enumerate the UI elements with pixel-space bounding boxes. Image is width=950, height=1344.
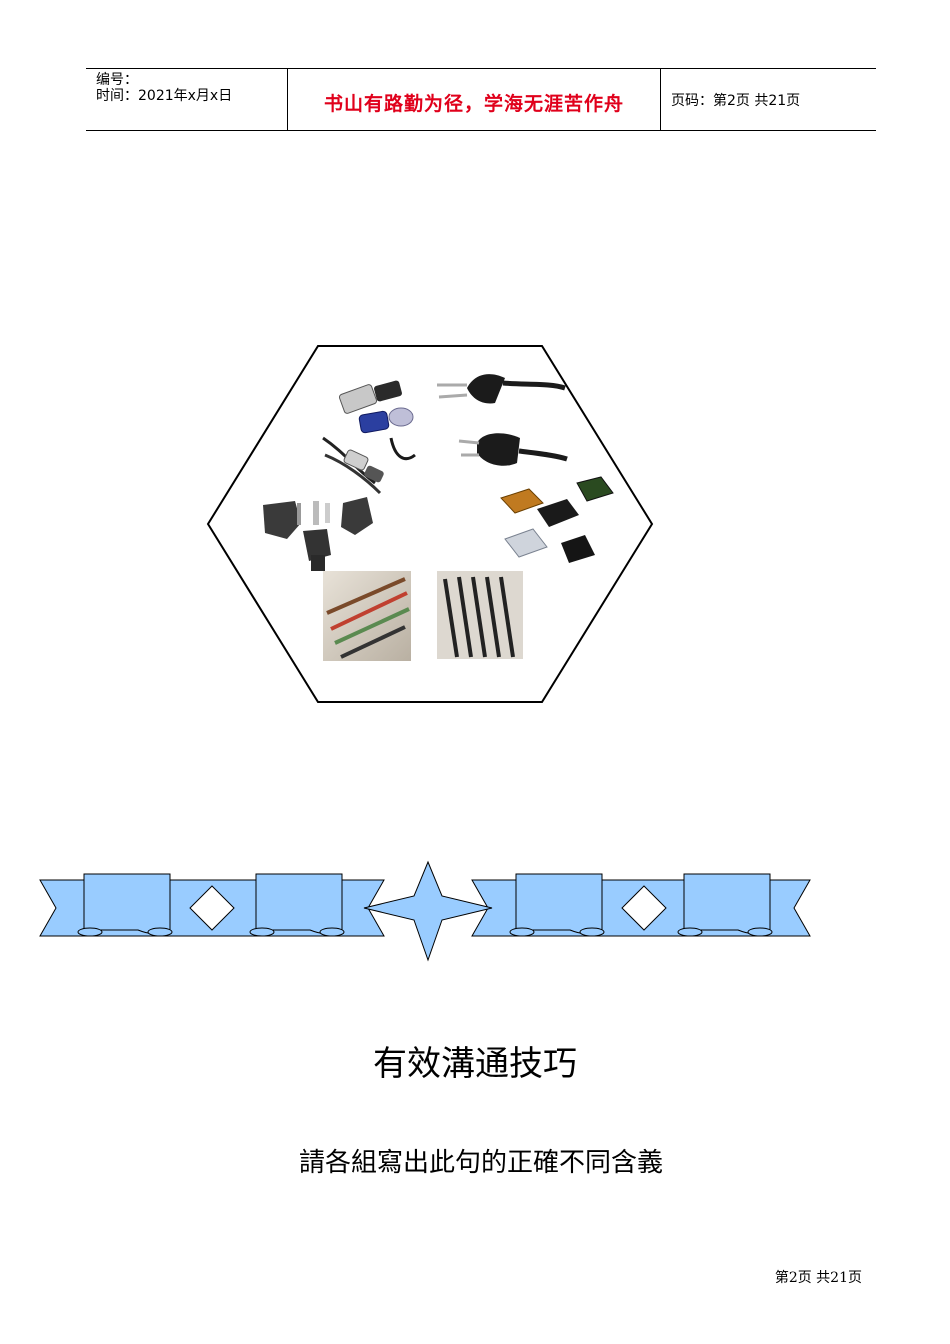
number-label: 编号： xyxy=(96,72,138,88)
flag-2 xyxy=(255,873,343,935)
wire-harness-image-2 xyxy=(437,571,523,659)
heat-sinks-image xyxy=(500,476,614,563)
flag-3 xyxy=(515,873,603,935)
motto-text: 书山有路勤为径，学海无涯苦作舟 xyxy=(323,93,624,115)
date-label: 时间：2021年x月x日 xyxy=(96,88,233,104)
plastic-connectors-image xyxy=(263,497,373,571)
page-info: 页码：第2页 共21页 xyxy=(671,93,801,109)
diamond-right xyxy=(621,885,667,931)
power-plugs-image xyxy=(437,374,568,466)
diamond-left xyxy=(189,885,235,931)
header-motto-cell: 书山有路勤为径，学海无涯苦作舟 xyxy=(288,69,661,130)
page-title: 有效溝通技巧 xyxy=(373,1044,577,1084)
page-header: 编号： 时间：2021年x月x日 书山有路勤为径，学海无涯苦作舟 页码：第2页 … xyxy=(86,68,876,131)
page-subtitle: 請各組寫出此句的正確不同含義 xyxy=(298,1148,663,1178)
ribbon-banner xyxy=(39,860,811,962)
flag-4 xyxy=(683,873,771,935)
hexagon-figure xyxy=(206,345,654,703)
hexagon-outline xyxy=(206,345,654,703)
connector-cables-image xyxy=(322,380,416,495)
wire-harness-image-1 xyxy=(323,571,411,661)
header-meta-cell: 编号： 时间：2021年x月x日 xyxy=(86,69,288,130)
center-star xyxy=(363,860,493,962)
header-page-cell: 页码：第2页 共21页 xyxy=(661,69,876,130)
flag-1 xyxy=(83,873,171,935)
page-footer: 第2页 共21页 xyxy=(774,1270,862,1286)
